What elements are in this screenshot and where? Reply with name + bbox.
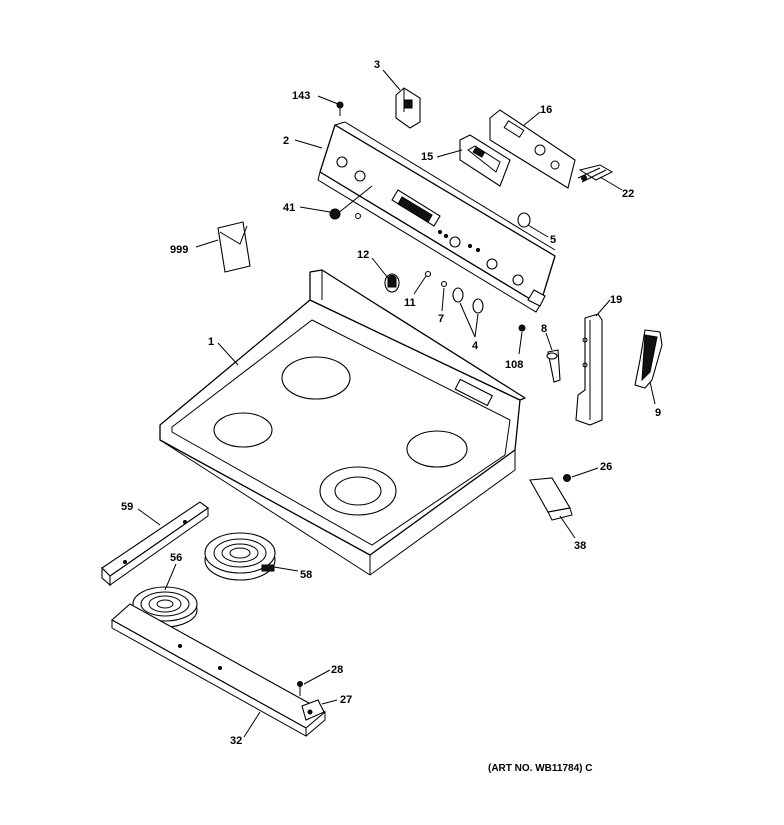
part-108-screw bbox=[518, 324, 526, 332]
burner-front-left bbox=[213, 412, 273, 448]
part-26-screw bbox=[563, 474, 571, 482]
part-5-knob bbox=[517, 212, 531, 228]
part-16-control-board bbox=[489, 109, 576, 189]
part-9-hinge bbox=[634, 329, 663, 389]
label-12: 12 bbox=[357, 249, 369, 261]
burner-front-right-outer bbox=[319, 466, 397, 516]
part-28-screw bbox=[297, 681, 303, 696]
cooktop-vent bbox=[454, 378, 494, 407]
label-26: 26 bbox=[600, 461, 612, 473]
label-1: 1 bbox=[208, 336, 214, 348]
backguard-knob-hole bbox=[336, 156, 348, 168]
label-5: 5 bbox=[550, 234, 556, 246]
label-22: 22 bbox=[622, 188, 634, 200]
part-41-knob bbox=[329, 185, 373, 220]
label-41: 41 bbox=[283, 202, 295, 214]
part-999-literature bbox=[217, 221, 251, 273]
part-59-rail bbox=[101, 501, 209, 587]
part-4-knobs bbox=[452, 287, 484, 314]
part-8-bracket bbox=[546, 349, 561, 383]
label-9: 9 bbox=[655, 407, 661, 419]
label-27: 27 bbox=[340, 694, 352, 706]
label-15: 15 bbox=[421, 151, 433, 163]
part-32-burner-box bbox=[111, 603, 326, 737]
backguard-knob-hole bbox=[512, 274, 524, 286]
label-19: 19 bbox=[610, 294, 622, 306]
label-999: 999 bbox=[170, 244, 188, 256]
burner-rear-left bbox=[281, 356, 351, 400]
backguard-knob-hole bbox=[449, 236, 461, 248]
burner-rear-right bbox=[406, 430, 468, 468]
backguard-knob-hole bbox=[486, 258, 498, 270]
label-108: 108 bbox=[505, 359, 523, 371]
label-56: 56 bbox=[170, 552, 182, 564]
part-38-cover bbox=[529, 477, 573, 521]
label-4: 4 bbox=[472, 340, 479, 352]
label-38: 38 bbox=[574, 540, 586, 552]
label-32: 32 bbox=[230, 735, 242, 747]
label-58: 58 bbox=[300, 569, 312, 581]
backguard-knob-hole bbox=[354, 170, 366, 182]
label-3: 3 bbox=[374, 59, 380, 71]
cooktop-assembly bbox=[159, 269, 526, 576]
part-58-coil-burner bbox=[204, 532, 276, 581]
label-7: 7 bbox=[438, 313, 444, 325]
part-22-wire-harness bbox=[577, 164, 614, 183]
part-3-switch bbox=[395, 87, 421, 129]
part-143-screw bbox=[336, 101, 344, 116]
leader-lines bbox=[137, 69, 656, 738]
part-11-spring bbox=[424, 270, 432, 278]
label-28: 28 bbox=[331, 664, 343, 676]
label-59: 59 bbox=[121, 501, 133, 513]
art-number: (ART NO. WB11784) C bbox=[488, 763, 592, 774]
label-8: 8 bbox=[541, 323, 547, 335]
label-2: 2 bbox=[283, 135, 289, 147]
part-15-bracket bbox=[459, 134, 511, 187]
burner-front-right-inner bbox=[334, 476, 382, 506]
label-11: 11 bbox=[404, 297, 416, 309]
label-143: 143 bbox=[292, 90, 310, 102]
backguard-panel bbox=[317, 121, 556, 313]
part-7-clip bbox=[440, 280, 448, 288]
part-12-knob bbox=[384, 273, 400, 293]
part-27-clip bbox=[301, 699, 325, 721]
label-16: 16 bbox=[540, 104, 552, 116]
part-19-side-bracket bbox=[575, 313, 603, 426]
